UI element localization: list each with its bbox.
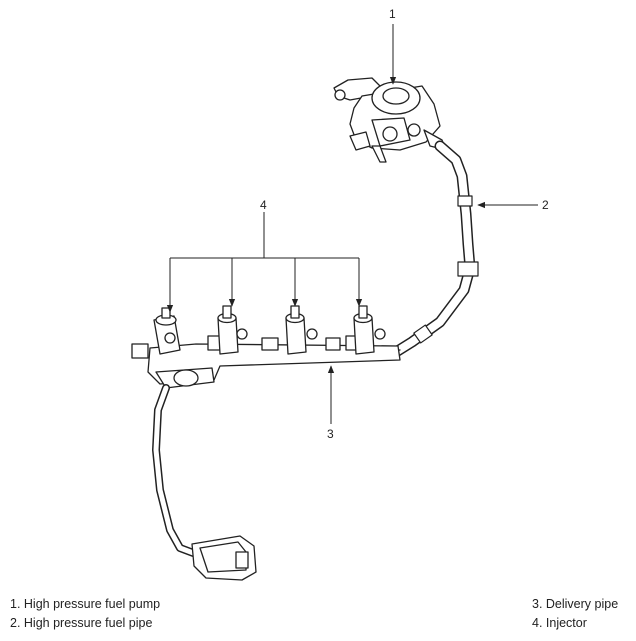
leader-lines bbox=[166, 24, 538, 424]
high-pressure-fuel-pipe bbox=[379, 140, 479, 358]
injector-3 bbox=[285, 305, 318, 355]
legend-left: 1. High pressure fuel pump 2. High press… bbox=[10, 595, 160, 633]
callout-2: 2 bbox=[542, 198, 549, 212]
legend-item: 3. Delivery pipe bbox=[532, 597, 619, 611]
callout-3: 3 bbox=[327, 427, 334, 441]
callout-1: 1 bbox=[389, 7, 396, 21]
high-pressure-fuel-pump bbox=[333, 77, 447, 163]
injector-2 bbox=[217, 305, 248, 355]
harness-connector bbox=[191, 535, 257, 581]
legend-right: 3. Delivery pipe 4. Injector bbox=[532, 595, 618, 633]
wiring-harness bbox=[152, 384, 200, 558]
callout-4: 4 bbox=[260, 198, 267, 212]
legend-item: 2. High pressure fuel pipe bbox=[10, 616, 153, 630]
legend-item: 1. High pressure fuel pump bbox=[10, 597, 161, 611]
injector-1 bbox=[153, 307, 181, 355]
delivery-pipe bbox=[131, 335, 401, 389]
fuel-system-diagram: 1 2 3 4 bbox=[131, 7, 549, 581]
injector-4 bbox=[353, 305, 386, 355]
legend-item: 4. Injector bbox=[532, 616, 587, 630]
